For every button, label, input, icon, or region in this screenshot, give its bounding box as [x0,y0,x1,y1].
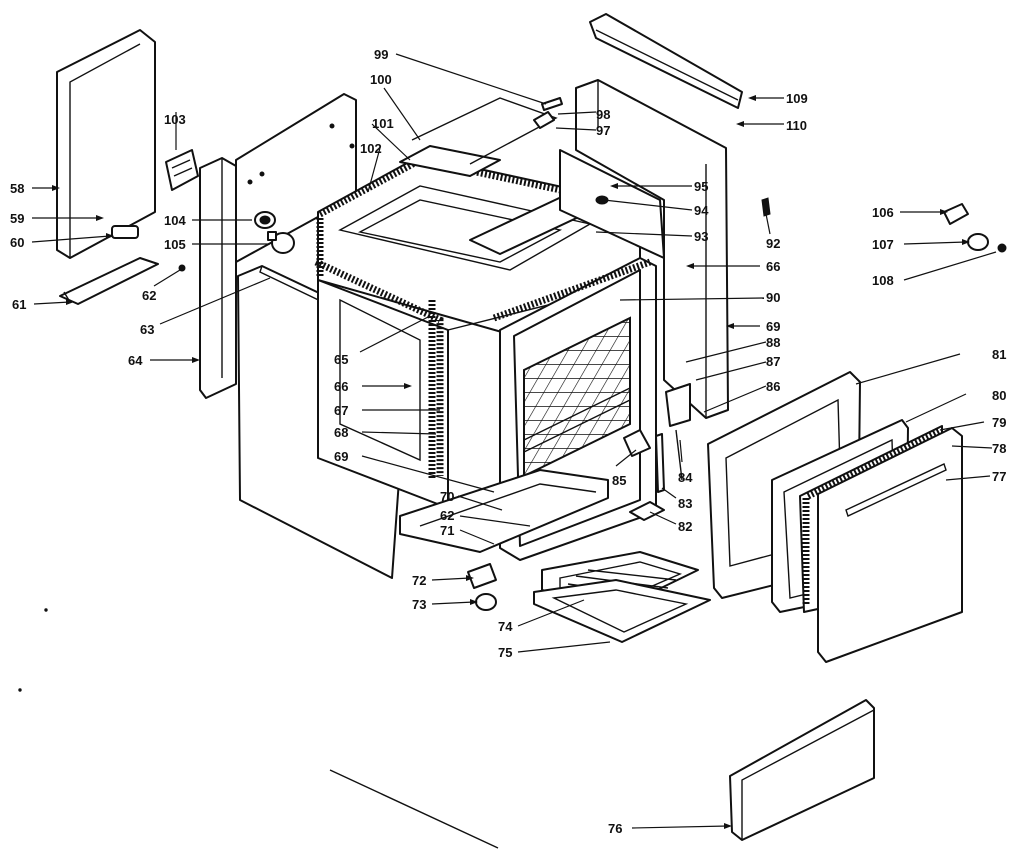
callout-75: 75 [498,645,512,660]
top-panel-110 [589,13,743,109]
insulation-pad-95 [559,149,665,259]
callout-71: 71 [440,523,454,538]
callout-82: 82 [678,519,692,534]
callout-87: 87 [766,354,780,369]
hinge-86 [665,383,691,427]
drawer-panel-76 [729,699,875,841]
callout-101: 101 [372,116,394,131]
bracket-103 [165,149,199,191]
callout-77: 77 [992,469,1006,484]
callout-99: 99 [374,47,388,62]
bracket-97 [533,111,555,129]
callout-88: 88 [766,335,780,350]
spring-83 [655,433,665,493]
callout-103: 103 [164,112,186,127]
callout-105: 105 [164,237,186,252]
broiler-pan-75 [533,579,711,643]
callout-110: 110 [786,118,807,133]
callout-64: 64 [128,353,143,368]
callout-59: 59 [10,211,24,226]
callout-66-right: 66 [766,259,780,274]
latch-106 [943,203,969,225]
callout-106: 106 [872,205,894,220]
callout-79: 79 [992,415,1006,430]
callout-95: 95 [694,179,708,194]
callout-98: 98 [596,107,610,122]
callout-104: 104 [164,213,186,228]
callout-102: 102 [360,141,382,156]
socket-104 [254,211,276,229]
bracket-85 [623,429,651,457]
callout-107: 107 [872,237,894,252]
callout-92: 92 [766,236,780,251]
light-bulb-105 [267,231,295,254]
callout-72: 72 [412,573,426,588]
back-panel [575,79,729,419]
screw-92 [761,197,771,217]
hinge-72 [467,563,497,589]
callout-69-left: 69 [334,449,348,464]
callout-62-left: 62 [142,288,156,303]
callout-60: 60 [10,235,24,250]
callout-108: 108 [872,273,894,288]
callout-68: 68 [334,425,348,440]
callout-76: 76 [608,821,622,836]
knob-107 [967,233,989,251]
callout-62-bottom: 62 [440,508,454,523]
callout-69-right: 69 [766,319,780,334]
screw-62 [178,264,186,272]
callout-93: 93 [694,229,708,244]
callout-81: 81 [992,347,1006,362]
callout-65: 65 [334,352,348,367]
callout-109: 109 [786,91,808,106]
callout-67: 67 [334,403,348,418]
callout-73: 73 [412,597,426,612]
side-panel-inner [199,157,237,399]
trim-clip [111,225,139,239]
speck [44,608,48,612]
callout-100: 100 [370,72,392,87]
callout-70: 70 [440,489,454,504]
stray-line [329,769,499,849]
callout-84: 84 [678,470,693,485]
rod-84 [675,429,683,481]
callout-78: 78 [992,441,1006,456]
leader-lines [31,53,997,829]
rear-trim-panel [56,29,156,259]
callout-58: 58 [10,181,24,196]
clip-98 [541,97,563,111]
callout-74: 74 [498,619,513,634]
callout-94: 94 [694,203,709,218]
callout-85: 85 [612,473,626,488]
callout-66-left: 66 [334,379,348,394]
callout-86: 86 [766,379,780,394]
callout-83: 83 [678,496,692,511]
callout-97: 97 [596,123,610,138]
callout-labels: 58 59 60 61 62 63 64 103 104 105 65 66 6… [10,47,1006,836]
speck [18,688,22,692]
callout-80: 80 [992,388,1006,403]
callout-63-left: 63 [140,322,154,337]
screw-108 [997,243,1007,253]
callout-61: 61 [12,297,26,312]
plate-82 [629,501,665,521]
callout-90: 90 [766,290,780,305]
foot-73 [475,593,497,611]
